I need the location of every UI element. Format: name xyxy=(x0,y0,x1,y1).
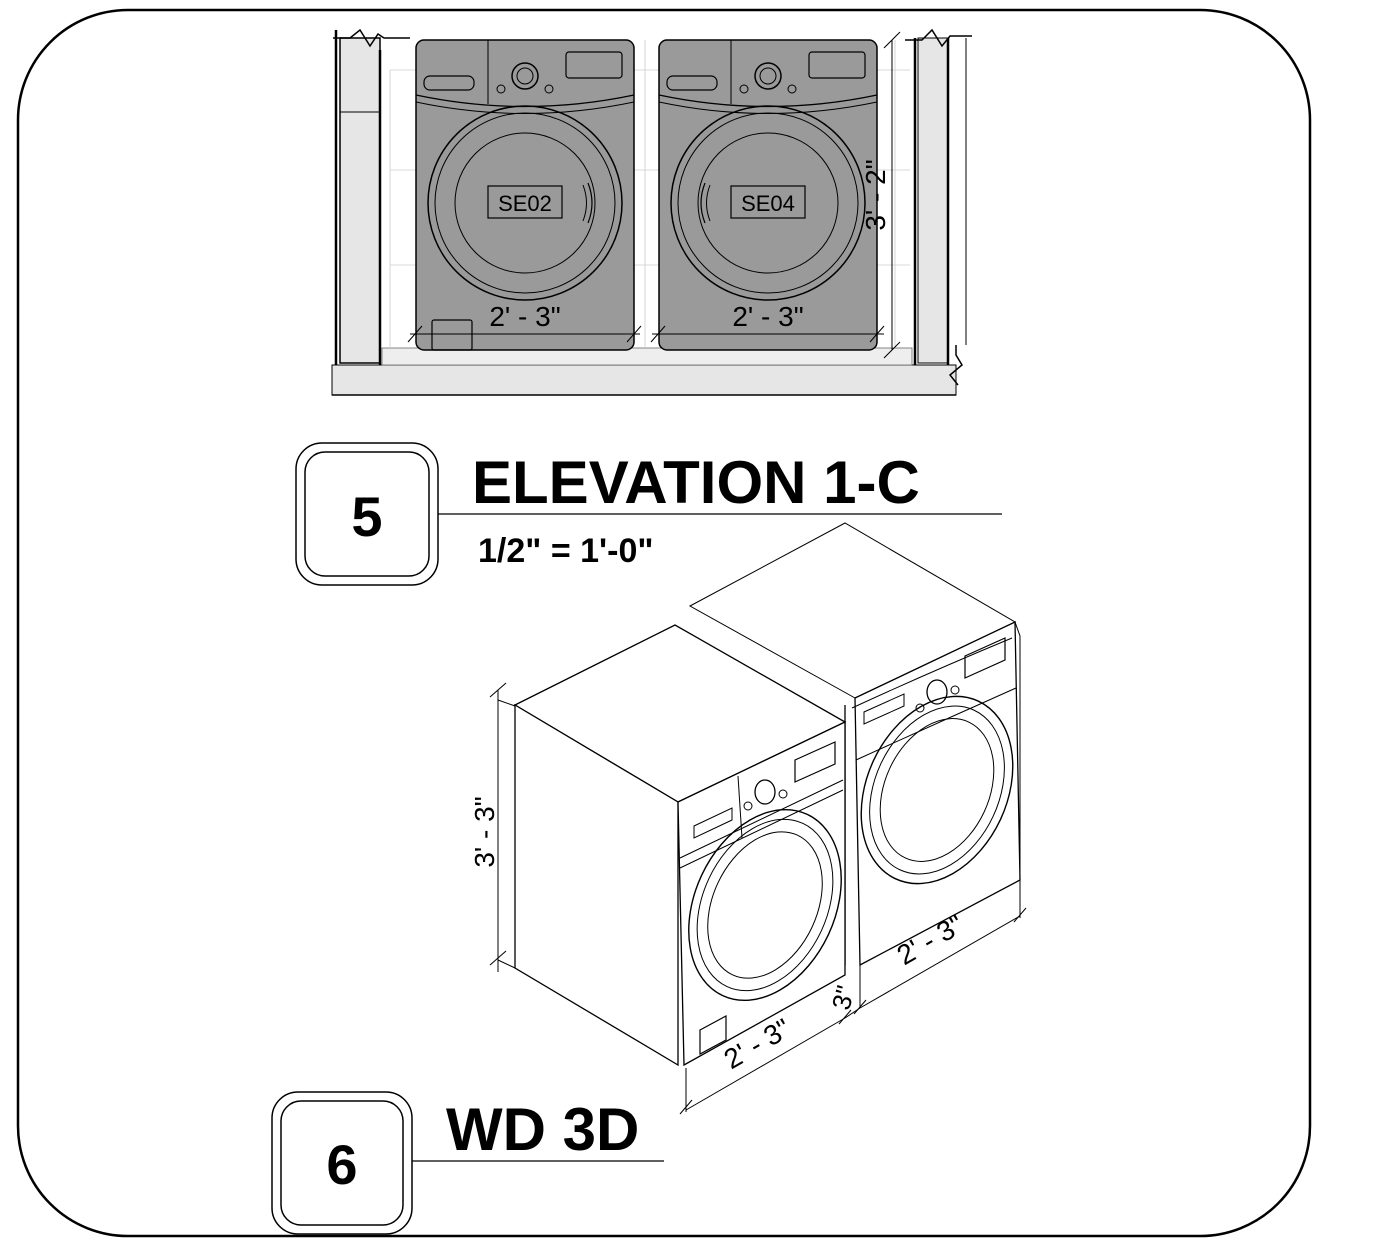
view-5-title-block: 5 ELEVATION 1-C 1/2" = 1'-0" xyxy=(295,442,1002,586)
washer-front: SE02 xyxy=(415,39,635,351)
washer-tag: SE02 xyxy=(498,191,552,216)
view-6-title-block: 6 WD 3D xyxy=(271,1091,664,1235)
dryer-front: SE04 xyxy=(658,39,878,351)
elevation-width-dim-right: 2' - 3" xyxy=(732,301,803,332)
isometric-dimensions xyxy=(489,682,1027,1115)
view-5-number: 5 xyxy=(351,485,382,548)
iso-gap-dim: 3" xyxy=(826,982,861,1013)
elevation-height-dim: 3' - 2" xyxy=(860,159,891,230)
right-wall xyxy=(905,28,972,386)
view-6-number: 6 xyxy=(326,1133,357,1196)
elevation-view: SE02 SE04 xyxy=(331,28,972,396)
view-6-title: WD 3D xyxy=(446,1096,639,1163)
washer-3d xyxy=(513,624,847,1067)
view-5-title: ELEVATION 1-C xyxy=(472,449,920,516)
view-6-number-box-outer xyxy=(271,1091,413,1235)
left-wall xyxy=(333,28,410,365)
isometric-view: 3' - 3" 2' - 3" 2' - 3" 3" xyxy=(469,522,1027,1115)
view-6-number-box-inner xyxy=(280,1100,404,1226)
iso-height-dim: 3' - 3" xyxy=(469,796,500,867)
elevation-width-dim-left: 2' - 3" xyxy=(489,301,560,332)
sheet-border xyxy=(16,8,1312,1238)
view-5-scale: 1/2" = 1'-0" xyxy=(478,532,653,570)
elevation-dimensions xyxy=(407,31,901,359)
washer-tag-box xyxy=(487,185,563,219)
dryer-tag: SE04 xyxy=(741,191,795,216)
floor-slab xyxy=(331,364,957,396)
dryer-tag-box xyxy=(730,185,806,219)
view-5-number-box-inner xyxy=(304,451,430,577)
